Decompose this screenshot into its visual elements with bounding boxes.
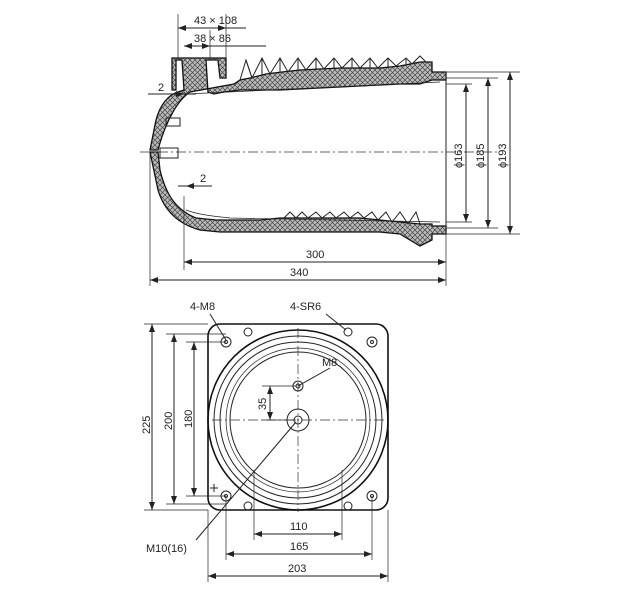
dim-203-label: 203 [288, 563, 306, 575]
label-4-m8: 4-M8 [190, 301, 215, 313]
dim-35-label: 35 [257, 398, 269, 410]
dim-225-label: 225 [141, 416, 153, 434]
dim-2-mid-label: 2 [200, 173, 206, 185]
label-4-sr6: 4-SR6 [290, 301, 321, 313]
dim-340-label: 340 [290, 267, 308, 279]
plan-view: 4-M8 4-SR6 M8 35 225 200 180 [141, 301, 389, 582]
insert-upper [165, 117, 181, 127]
dim-d193-label: ϕ193 [497, 143, 509, 168]
label-m8: M8 [322, 357, 337, 369]
label-m10: M10(16) [146, 543, 187, 555]
side-view: ϕ163 ϕ185 ϕ193 43 × 108 38 × 86 2 2 300 [140, 14, 520, 286]
upper-body-section [149, 57, 447, 151]
dim-2-top-label: 2 [158, 82, 164, 94]
dim-200-label: 200 [163, 412, 175, 430]
dim-165-label: 165 [290, 541, 308, 553]
hole-top-right [366, 336, 378, 348]
dim-d185-label: ϕ185 [475, 143, 487, 168]
dim-38x86-label: 38 × 86 [194, 33, 231, 45]
dim-110-label: 110 [290, 521, 308, 533]
lower-sheds [283, 210, 421, 225]
dim-43x108-label: 43 × 108 [194, 15, 237, 27]
dim-300-label: 300 [306, 249, 324, 261]
insert-center [159, 147, 179, 159]
dim-d163-label: ϕ163 [453, 143, 465, 168]
dim-180-label: 180 [183, 410, 195, 428]
lower-body-section [149, 151, 447, 247]
